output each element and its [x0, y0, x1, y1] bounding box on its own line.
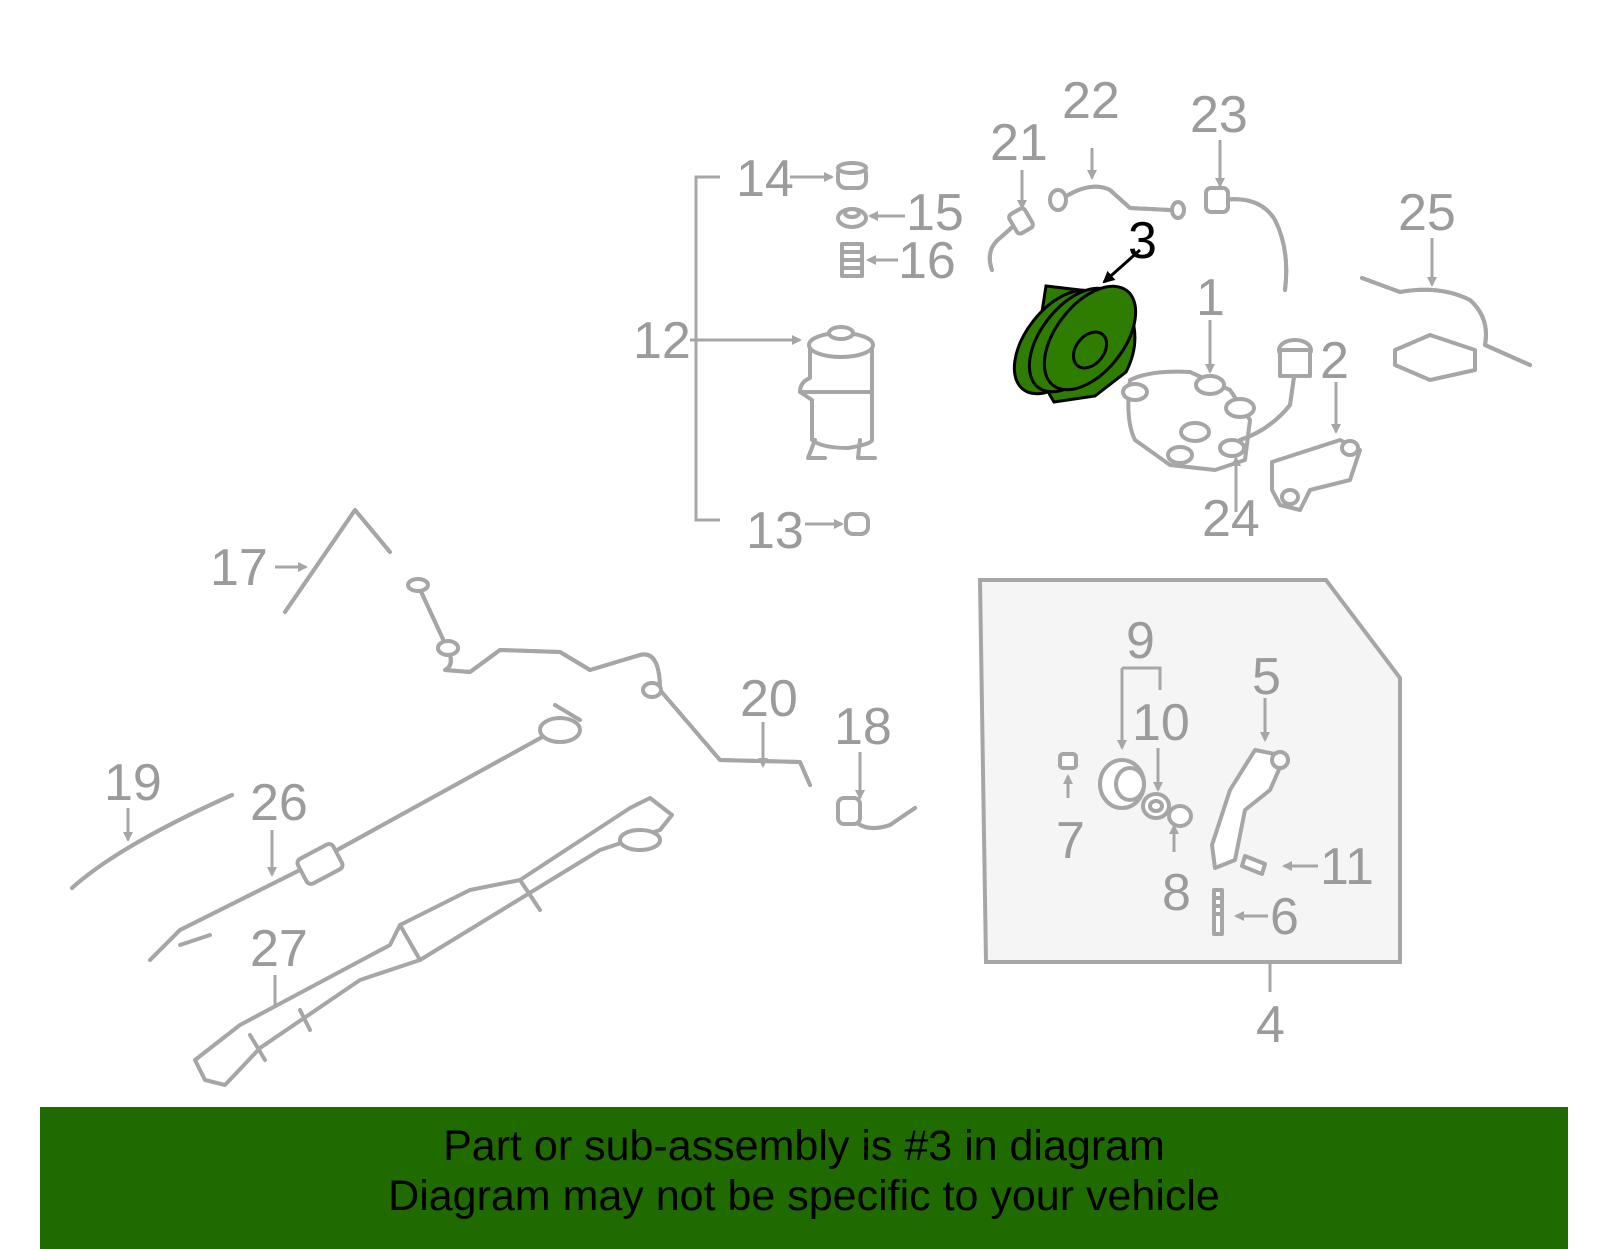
pulley-part-highlighted [1012, 248, 1141, 404]
callout-19: 19 [104, 754, 162, 812]
hose-18 [836, 752, 917, 830]
reservoir-group-bracket [690, 175, 802, 522]
callout-4: 4 [1256, 996, 1285, 1054]
callout-1: 1 [1196, 269, 1225, 327]
rail-27 [193, 796, 674, 1087]
hose-21 [987, 170, 1035, 272]
cap-15 [836, 207, 905, 229]
callout-18: 18 [834, 698, 892, 756]
callout-7: 7 [1056, 812, 1085, 870]
callout-5: 5 [1252, 648, 1281, 706]
callout-16: 16 [898, 232, 956, 290]
callout-23: 23 [1190, 86, 1248, 144]
callout-27: 27 [250, 920, 308, 978]
hose-25 [1360, 238, 1532, 382]
reservoir-part [798, 325, 877, 460]
filter-16 [840, 242, 898, 278]
callout-labels: 1 2 3 4 5 6 7 8 9 10 11 12 13 14 15 16 1… [104, 72, 1456, 1054]
banner-line-2: Diagram may not be specific to your vehi… [388, 1172, 1220, 1220]
callout-20: 20 [740, 670, 798, 728]
tensioner-kit-box [977, 578, 1402, 992]
hose-23 [1204, 140, 1289, 292]
callout-8: 8 [1162, 864, 1191, 922]
hose-22 [1048, 148, 1186, 220]
callout-9: 9 [1126, 612, 1155, 670]
grommet-13 [805, 512, 870, 536]
callout-14: 14 [736, 150, 794, 208]
hose-17 [275, 508, 392, 614]
cooler-26 [148, 703, 582, 962]
callout-17: 17 [210, 539, 268, 597]
callout-6: 6 [1270, 888, 1299, 946]
pressure-line [406, 577, 812, 787]
callout-22: 22 [1062, 72, 1120, 130]
callout-2: 2 [1320, 332, 1349, 390]
callout-10: 10 [1132, 694, 1190, 752]
callout-26: 26 [250, 774, 308, 832]
callout-21: 21 [990, 114, 1048, 172]
callout-25: 25 [1398, 184, 1456, 242]
banner-line-1: Part or sub-assembly is #3 in diagram [443, 1122, 1165, 1170]
callout-13: 13 [746, 502, 804, 560]
info-banner: Part or sub-assembly is #3 in diagram Di… [40, 1107, 1568, 1249]
callout-11: 11 [1320, 838, 1374, 896]
callout-24: 24 [1202, 490, 1260, 548]
pump-part [1121, 320, 1313, 512]
grommet-14 [790, 161, 868, 190]
callout-15: 15 [906, 184, 964, 242]
callout-12: 12 [633, 312, 691, 370]
bracket-2 [1270, 382, 1362, 512]
callout-3: 3 [1128, 212, 1157, 270]
hose-19 [70, 793, 234, 890]
